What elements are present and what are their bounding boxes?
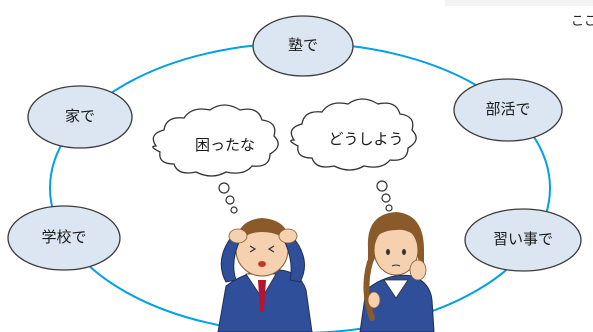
node-ie <box>27 85 133 149</box>
girl-illustration <box>359 212 435 332</box>
thought-text-girl: どうしよう <box>328 130 404 148</box>
thought-text-boy: 困ったな <box>194 136 255 154</box>
node-naraigoto <box>464 208 582 272</box>
node-juku <box>252 15 354 77</box>
top-strip <box>445 0 593 6</box>
node-bukatsu <box>453 78 563 142</box>
label-naraigoto: 習い事で <box>492 230 553 248</box>
boy-illustration <box>217 218 313 332</box>
thought-cloud-boy <box>152 104 279 177</box>
label-gakko: 学校で <box>41 228 87 246</box>
label-ie: 家で <box>64 107 95 125</box>
label-juku: 塾で <box>287 36 318 54</box>
thought-trail-girl <box>376 180 393 212</box>
thought-cloud-girl <box>290 98 417 171</box>
corner-text: ここ <box>571 14 593 29</box>
thought-trail-boy <box>218 182 238 214</box>
label-bukatsu: 部活で <box>485 100 531 118</box>
node-gakko <box>7 205 121 271</box>
